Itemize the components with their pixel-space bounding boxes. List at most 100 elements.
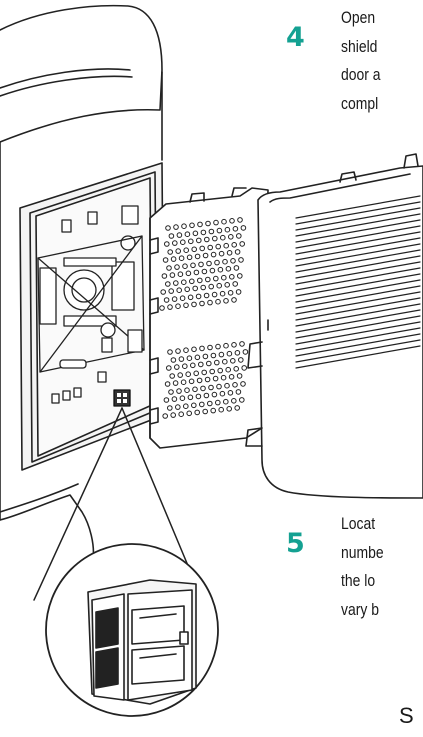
shield-hole	[167, 304, 173, 310]
shield-hole	[192, 230, 199, 237]
shield-hole	[170, 412, 176, 418]
step-4-line-1: Open	[341, 8, 376, 27]
shield-hole	[176, 388, 182, 394]
shield-hole	[230, 258, 236, 264]
shield-hole	[176, 287, 182, 294]
shield-hole	[218, 351, 225, 358]
shield-hole	[185, 270, 192, 277]
shield-hole	[191, 402, 197, 409]
shield-hole	[184, 231, 191, 237]
shield-hole	[208, 283, 214, 290]
shield-hole	[196, 237, 202, 244]
shield-hole	[223, 342, 229, 349]
shield-hole	[236, 373, 243, 379]
shield-hole	[178, 255, 185, 262]
step-4-line-3: door a	[341, 65, 381, 84]
shield-hole	[218, 250, 225, 257]
shield-hole	[207, 299, 213, 306]
shield-hole	[203, 392, 210, 399]
shield-hole	[163, 297, 170, 303]
shield-hole	[231, 297, 237, 303]
step-5-line-4: vary b	[341, 599, 379, 619]
vent-slot	[295, 249, 421, 273]
shield-hole	[183, 403, 189, 410]
shield-hole	[182, 363, 188, 370]
vent-slot	[295, 225, 421, 249]
shield-hole	[210, 407, 216, 414]
shield-hole	[205, 276, 211, 283]
shield-hole	[160, 289, 166, 295]
shield-hole	[215, 343, 221, 350]
shield-hole	[210, 251, 217, 258]
shield-hole	[240, 381, 246, 387]
shield-hole	[192, 386, 198, 393]
shield-hole	[179, 295, 186, 302]
shield-hole	[182, 263, 188, 270]
shield-hole	[232, 382, 238, 388]
shield-hole	[171, 396, 178, 402]
vent-slot	[295, 339, 421, 363]
vent-slot	[295, 285, 421, 309]
step-4-number: 4	[286, 22, 305, 53]
shield-hole	[225, 366, 231, 373]
side-cover	[245, 153, 423, 499]
shield-hole	[204, 376, 211, 383]
shield-hole	[231, 342, 237, 348]
shield-hole	[207, 400, 213, 407]
shield-hole	[234, 249, 241, 255]
shield-hole	[186, 355, 193, 362]
shield-hole	[234, 405, 240, 411]
shield-hole	[224, 282, 230, 288]
shield-hole	[235, 289, 242, 295]
shield-hole	[229, 274, 235, 280]
shield-hole	[174, 264, 180, 270]
shield-hole	[241, 365, 247, 371]
shield-hole	[168, 389, 174, 395]
shield-hole	[209, 267, 216, 274]
vent-slot	[295, 279, 421, 303]
shield-hole	[175, 348, 181, 354]
shield-hole	[175, 303, 181, 310]
shield-hole	[219, 290, 226, 297]
shield-hole	[199, 300, 205, 307]
shield-hole	[177, 271, 184, 278]
shield-hole	[208, 228, 215, 235]
shield-hole	[189, 222, 195, 229]
shield-hole	[196, 377, 203, 384]
shield-hole	[172, 240, 178, 246]
step-5-line-3: the lo	[341, 571, 376, 590]
shield-hole	[170, 256, 177, 262]
vent-slot	[295, 243, 421, 267]
shield-hole	[223, 242, 229, 249]
shield-hole	[194, 409, 200, 416]
shield-hole	[202, 353, 209, 360]
shield-hole	[166, 265, 172, 271]
shield-hole	[229, 218, 235, 224]
shield-hole	[239, 241, 245, 247]
shield-hole	[183, 347, 189, 354]
shield-hole	[186, 254, 193, 261]
shield-holes-bottom	[162, 341, 249, 419]
shield-hole	[233, 366, 239, 372]
shield-hole	[216, 282, 222, 289]
vent-slot	[295, 345, 421, 369]
circuit-board	[37, 205, 145, 407]
shield-hole	[162, 413, 168, 419]
shield-hole	[174, 364, 180, 370]
shield-hole	[193, 269, 200, 276]
shield-hole	[232, 281, 238, 287]
shield-hole	[191, 346, 197, 353]
shield-hole	[172, 380, 179, 386]
shield-hole	[227, 390, 234, 396]
vent-slot	[295, 195, 421, 219]
shield-hole	[221, 274, 227, 281]
shield-hole	[228, 234, 234, 240]
shield-hole	[165, 281, 171, 287]
shield-hole	[191, 246, 197, 253]
shield-hole	[235, 389, 242, 395]
vent-slot	[295, 303, 421, 327]
shield-hole	[204, 236, 210, 243]
shield-holes-top	[159, 217, 247, 311]
shield-hole	[195, 293, 202, 300]
